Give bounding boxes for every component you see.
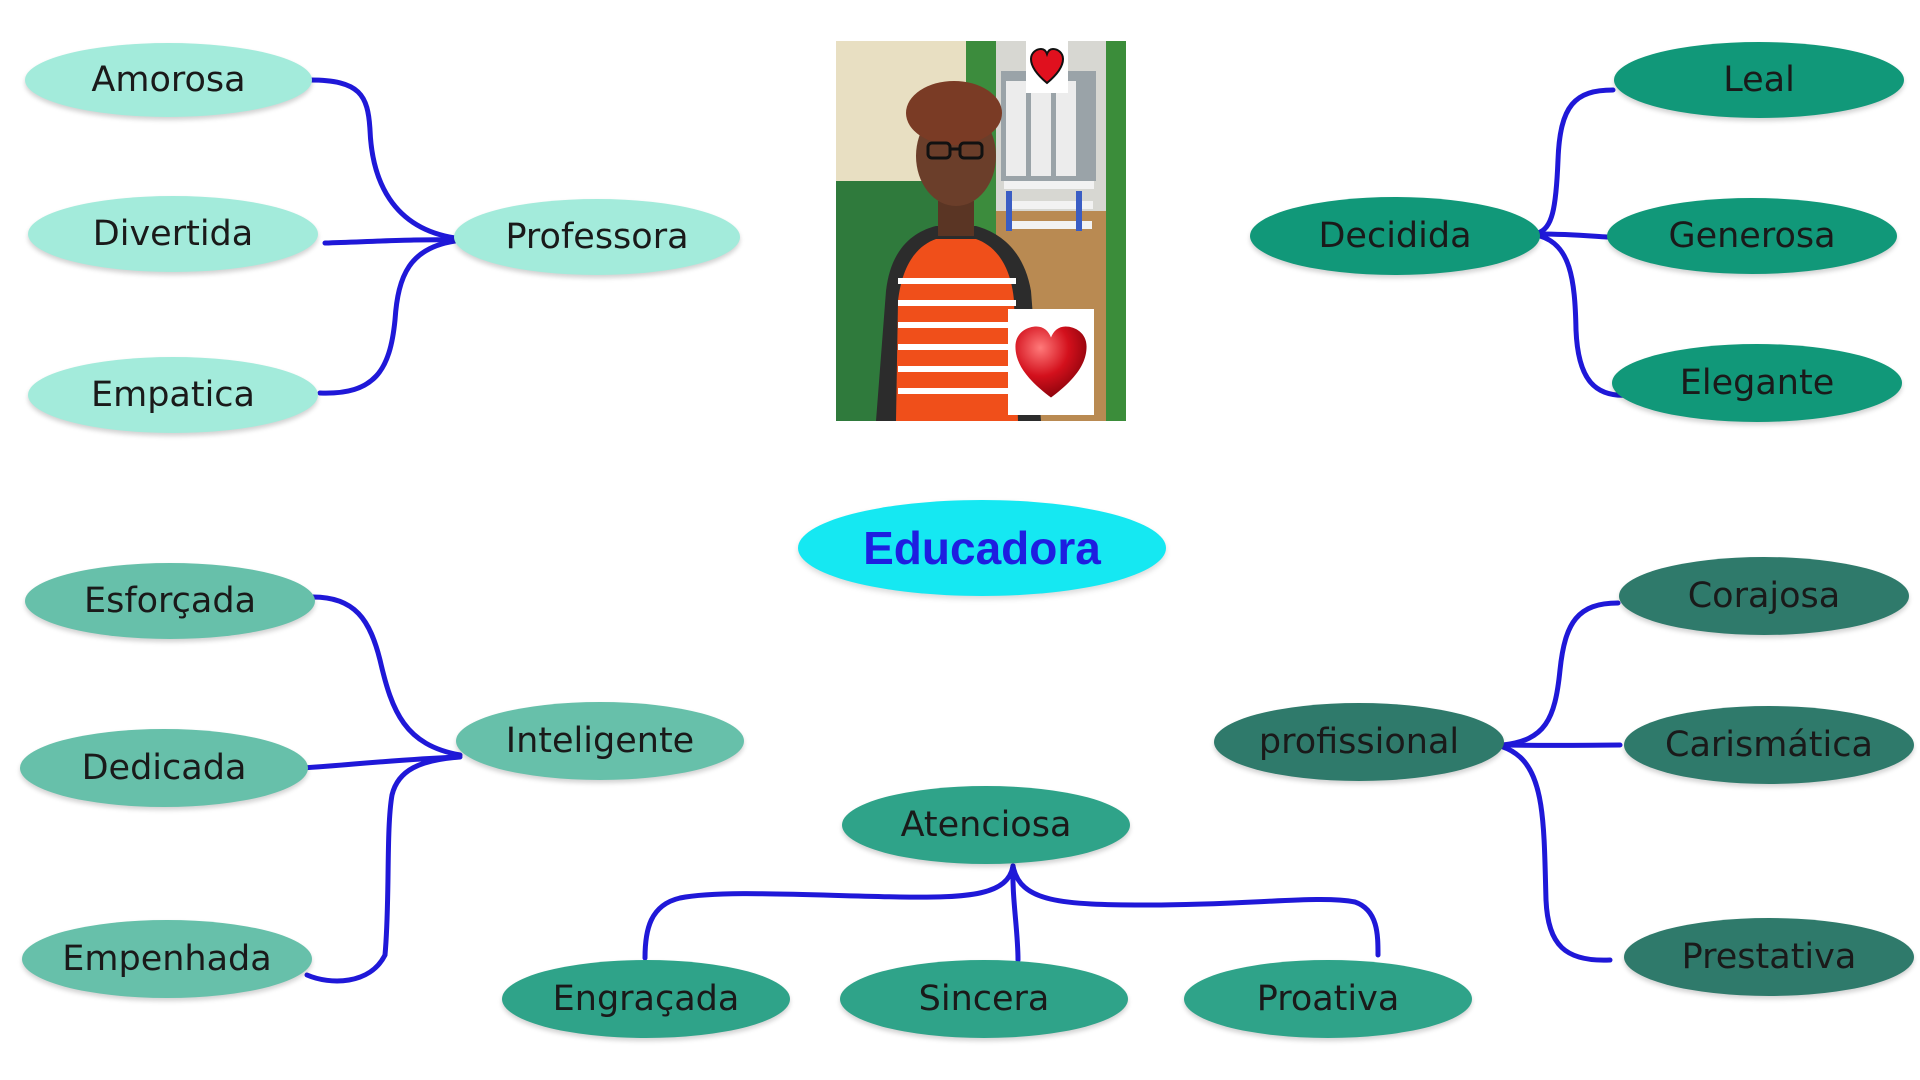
connector-professora-amorosa [307,77,458,241]
connector-inteligente-empenhada [304,754,463,984]
connector-atenciosa-proativa [1010,863,1381,958]
connector-professora-empatica [317,238,458,396]
leaf-node-carismatica: Carismática [1624,706,1914,784]
connector-inteligente-esforcada [310,594,463,758]
center-node-educadora: Educadora [798,500,1166,596]
hub-node-professora: Professora [454,199,740,275]
connector-decidida-elegante [1537,233,1633,398]
teacher-photo [836,41,1126,421]
heart-icon [1008,309,1094,415]
hub-node-inteligente: Inteligente [456,702,744,780]
center-node-label: Educadora [863,522,1101,574]
leaf-node-corajosa: Corajosa [1619,557,1909,635]
connector-decidida-leal [1535,87,1616,236]
leaf-node-elegante: Elegante [1612,344,1902,422]
leaf-node-sincera: Sincera [840,960,1128,1038]
connector-professora-divertida [322,237,463,246]
hub-node-atenciosa: Atenciosa [842,786,1130,864]
leaf-node-engracada: Engraçada [502,960,790,1038]
leaf-node-divertida: Divertida [28,196,318,272]
leaf-node-empatica: Empatica [28,357,318,433]
connector-profissional-prestativa [1500,744,1613,963]
heart-icon [1026,41,1068,93]
leaf-node-prestativa: Prestativa [1624,918,1914,996]
connector-atenciosa-sincera [1010,863,1021,963]
leaf-node-leal: Leal [1614,42,1904,118]
leaf-node-generosa: Generosa [1607,198,1897,274]
hub-node-profissional: profissional [1214,703,1504,781]
hub-node-decidida: Decidida [1250,197,1540,275]
leaf-node-empenhada: Empenhada [22,920,312,998]
leaf-node-proativa: Proativa [1184,960,1472,1038]
connector-atenciosa-engracada [642,863,1016,961]
leaf-node-esforcada: Esforçada [25,563,315,639]
connector-profissional-corajosa [1500,600,1621,748]
connector-decidida-generosa [1535,231,1610,240]
leaf-node-amorosa: Amorosa [25,43,312,117]
leaf-node-dedicada: Dedicada [20,729,308,807]
